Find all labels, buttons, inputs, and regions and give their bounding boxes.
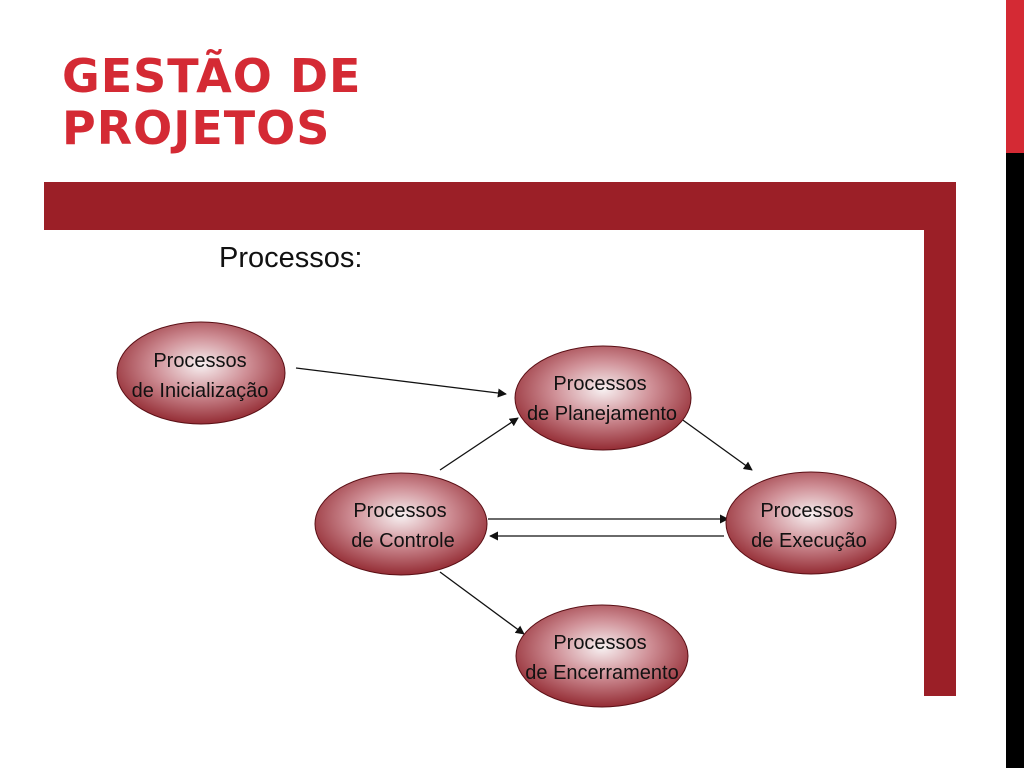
node-controle-shape: [314, 472, 488, 576]
slide-title-line2: PROJETOS: [62, 101, 331, 155]
side-accent-bar-red: [1006, 0, 1024, 153]
slide-title: GESTÃO DE PROJETOS: [62, 50, 361, 154]
node-encerramento: Processos de Encerramento: [515, 604, 689, 708]
node-encerramento-shape: [515, 604, 689, 708]
node-execucao: Processos de Execução: [725, 471, 897, 575]
node-inicializacao-line2: de Inicialização: [132, 380, 269, 402]
arrow-inicializacao-to-planejamento: [295, 367, 507, 398]
node-controle-line2: de Controle: [351, 530, 454, 552]
arrow-planejamento-to-execucao: [679, 417, 753, 471]
node-execucao-line2: de Execução: [751, 530, 867, 552]
frame-right-band: [924, 182, 956, 696]
side-accent-bar-black: [1006, 153, 1024, 768]
slide-title-line1: GESTÃO DE: [62, 49, 362, 103]
node-planejamento-shape: [514, 345, 692, 451]
node-planejamento-line1: Processos: [553, 373, 646, 395]
node-encerramento-line2: de Encerramento: [525, 662, 678, 684]
node-execucao-shape: [725, 471, 897, 575]
frame-top-band: [44, 182, 956, 230]
node-controle-line1: Processos: [353, 500, 446, 522]
node-encerramento-line1: Processos: [553, 632, 646, 654]
arrow-controle-to-planejamento: [439, 417, 519, 471]
node-inicializacao: Processos de Inicialização: [116, 321, 286, 425]
node-inicializacao-shape: [116, 321, 286, 425]
node-controle: Processos de Controle: [314, 472, 488, 576]
diagram-heading: Processos:: [219, 242, 363, 274]
node-execucao-line1: Processos: [760, 500, 853, 522]
node-planejamento-line2: de Planejamento: [527, 403, 677, 425]
node-inicializacao-line1: Processos: [153, 350, 246, 372]
arrow-controle-to-encerramento: [439, 571, 525, 635]
node-planejamento: Processos de Planejamento: [514, 345, 692, 451]
